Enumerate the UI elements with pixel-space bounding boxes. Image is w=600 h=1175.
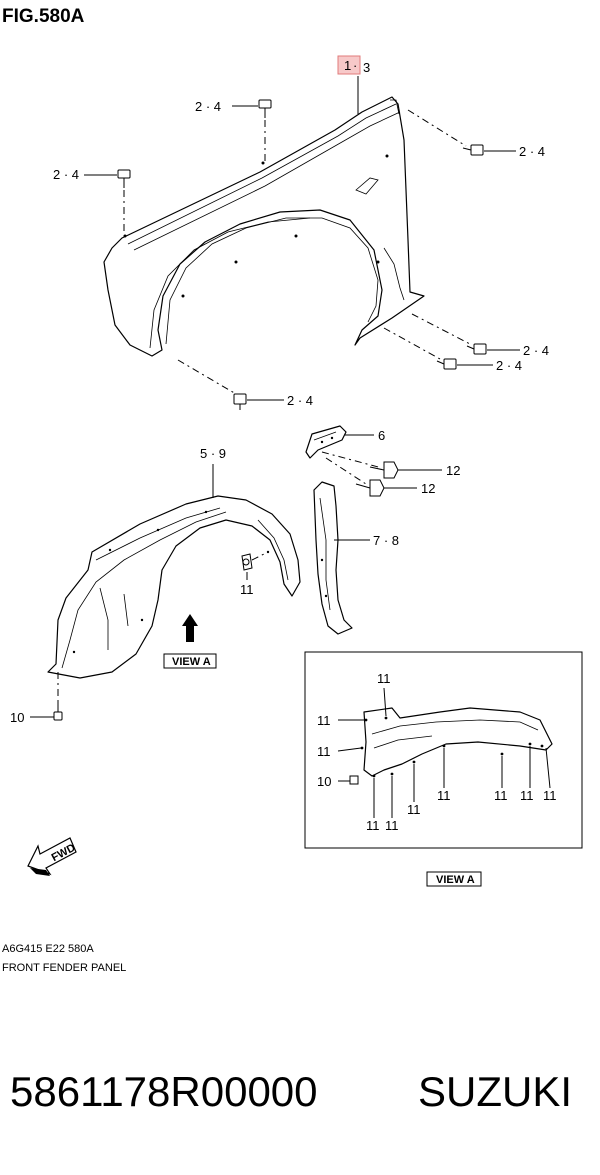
fwd-arrow-icon: FWD [27,837,78,876]
view-a-clip-4: 11 [407,802,421,817]
highlight-box [337,55,361,75]
view-a-clip-9: 11 [366,818,380,833]
view-a-clip-5: 11 [437,788,451,803]
bolt-callout-e: 2 · 4 [496,358,522,373]
brand-name: SUZUKI [418,1068,572,1115]
clip-callout: 11 [240,582,254,597]
screw-upper[interactable] [369,461,399,479]
liner-screw[interactable] [53,700,63,721]
bolt-callout-f: 2 · 4 [287,393,313,408]
view-a-clip-8: 11 [543,788,557,803]
liner-clip[interactable] [241,553,253,571]
liner-callout: 5 · 9 [200,446,226,461]
figure-code: A6G415 E22 580A [2,943,94,955]
front-fender-panel[interactable] [103,96,425,357]
bolt-callout-a: 2 · 4 [195,99,221,114]
bolt-right-upper[interactable] [466,343,487,355]
part-number: 5861178R00000 [10,1068,318,1115]
view-arrow-icon [182,614,198,642]
screw-callout-a: 12 [446,463,460,478]
svg-text:FWD: FWD [50,842,78,864]
view-a-clip-10: 11 [385,818,399,833]
view-a-tag-bottom: VIEW A [426,871,482,887]
bolt-top-left[interactable] [258,99,272,118]
bolt-callout-d: 2 · 4 [523,343,549,358]
fender-callout-sep: · [353,58,357,73]
view-a-inset [304,651,583,849]
fender-callout-one: 1 [344,58,351,73]
bolt-right-lower[interactable] [436,358,457,370]
bolt-bottom[interactable] [233,393,247,410]
screw-lower[interactable] [355,479,385,497]
wheel-house-liner[interactable] [47,495,301,679]
figure-name: FRONT FENDER PANEL [2,962,126,974]
view-a-clip-7: 11 [520,788,534,803]
view-a-screw: 10 [317,774,331,789]
fender-seal[interactable] [313,481,353,635]
view-a-tag-top: VIEW A [163,653,217,669]
figure-title: FIG.580A [2,6,85,27]
view-a-clip-1: 11 [377,671,391,686]
fender-callout-three: 3 [363,60,370,75]
fender-bracket[interactable] [305,425,347,459]
view-a-clip-2: 11 [317,713,331,728]
bracket-callout: 6 [378,428,385,443]
view-a-clip-6: 11 [494,788,508,803]
svg-text:VIEW A: VIEW A [172,656,211,668]
bolt-callout-c: 2 · 4 [519,144,545,159]
screw-callout-b: 12 [421,481,435,496]
svg-text:VIEW A: VIEW A [436,874,475,886]
bolt-right-top[interactable] [462,144,484,156]
liner-screw-callout: 10 [10,710,24,725]
bolt-callout-b: 2 · 4 [53,167,79,182]
seal-callout: 7 · 8 [373,533,399,548]
view-a-clip-3: 11 [317,744,331,759]
bolt-left[interactable] [117,169,131,188]
